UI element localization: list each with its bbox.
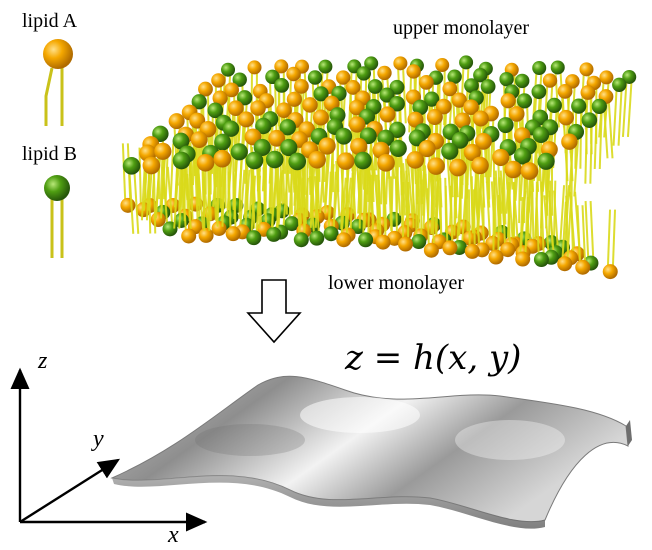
- lipid-a-molecule: [602, 209, 618, 280]
- lipid-a-molecule: [268, 129, 286, 205]
- lipid-b-molecule: [537, 152, 555, 229]
- lipid-a-molecule: [196, 153, 215, 231]
- height-surface: [110, 375, 632, 529]
- lipid-b-molecule: [122, 157, 141, 234]
- lipid-a-molecule: [377, 154, 395, 231]
- lipid-b-molecule: [612, 77, 627, 146]
- x-axis-label: x: [168, 522, 179, 548]
- lower-monolayer-label: lower monolayer: [328, 272, 465, 294]
- lipid-b-molecule: [323, 171, 339, 242]
- lipid-a-molecule: [336, 177, 352, 248]
- lipid-b-molecule: [265, 150, 284, 228]
- lipid-a-icon: [43, 39, 73, 126]
- lipid-b-label: lipid B: [22, 143, 78, 165]
- lipid-bilayer-membrane: [120, 55, 637, 280]
- lipid-b-molecule: [591, 98, 607, 170]
- lipid-a-molecule: [406, 151, 425, 228]
- lipid-a-molecule: [557, 201, 573, 272]
- lipid-b-molecule: [354, 151, 372, 229]
- coordinate-axes: [10, 367, 208, 532]
- lipid-a-molecule: [561, 133, 578, 208]
- lipid-a-molecule: [471, 156, 489, 234]
- lipid-a-label: lipid A: [22, 10, 78, 32]
- surface-equation: z = h(x, y): [345, 338, 522, 378]
- lipid-b-icon: [44, 175, 70, 258]
- lipid-b-molecule: [581, 112, 598, 184]
- lipid-a-molecule: [418, 139, 436, 216]
- lipid-a-molecule: [575, 205, 591, 275]
- lipid-a-molecule: [213, 149, 232, 227]
- lipid-a-molecule: [142, 156, 161, 234]
- lipid-a-molecule: [520, 162, 539, 240]
- down-arrow-icon: [246, 279, 302, 344]
- lipid-b-molecule: [245, 151, 264, 229]
- lipid-a-molecule: [488, 195, 504, 265]
- lipid-b-molecule: [389, 139, 407, 216]
- lipid-b-molecule: [172, 151, 191, 229]
- upper-monolayer-label: upper monolayer: [393, 17, 530, 39]
- lipid-a-molecule: [449, 158, 467, 236]
- lipid-a-molecule: [504, 160, 523, 238]
- y-axis-label: y: [93, 426, 104, 452]
- y-axis: [19, 458, 121, 524]
- lipid-b-molecule: [230, 143, 248, 219]
- lipid-b-molecule: [288, 152, 307, 230]
- lipid-a-molecule: [492, 148, 510, 225]
- lipid-a-molecule: [427, 157, 445, 235]
- lipid-a-molecule: [120, 143, 136, 213]
- z-axis-label: z: [38, 348, 48, 374]
- lipid-a-molecule: [308, 150, 326, 228]
- lipid-a-molecule: [336, 152, 355, 230]
